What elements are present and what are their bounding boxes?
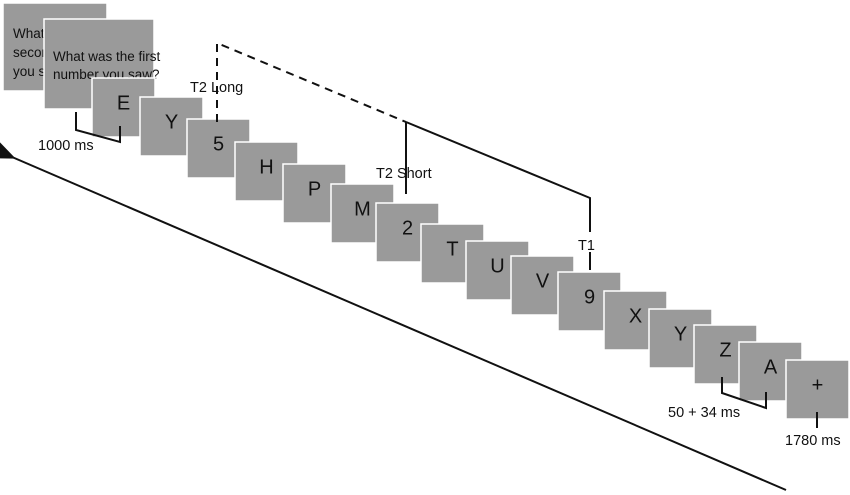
- stimulus-character: X: [629, 306, 642, 328]
- stimulus-character: Y: [674, 324, 687, 346]
- stimulus-character: Z: [719, 340, 731, 362]
- stimulus-character: U: [490, 256, 504, 278]
- stimulus-stream: E Y 5H P M 2T U V 9X Y Z A +: [91, 77, 850, 420]
- label-t2-short: T2 Short: [376, 166, 432, 182]
- stimulus-character: T: [446, 239, 458, 261]
- stimulus-duration-bracket: [721, 377, 767, 410]
- label-t1: T1: [578, 238, 595, 254]
- stimulus-character: 5: [213, 134, 224, 156]
- label-t2-long: T2 Long: [190, 80, 243, 96]
- time-arrow: [0, 139, 787, 491]
- stimulus-character: P: [308, 179, 321, 201]
- stimulus-character: 9: [584, 287, 595, 309]
- stimulus-character: Y: [165, 112, 178, 134]
- label-stimulus-duration: 50 + 34 ms: [668, 405, 740, 421]
- label-question-duration: 1000 ms: [38, 138, 94, 154]
- stimulus-character: M: [354, 199, 371, 221]
- stimulus-character: A: [764, 357, 778, 379]
- fixation-cross-frame: +: [785, 359, 850, 420]
- stimulus-character: 2: [402, 218, 413, 240]
- stimulus-character: E: [117, 93, 130, 115]
- t1-lag-bracket: [405, 121, 591, 232]
- question-duration-bracket: [75, 112, 121, 144]
- stimulus-character: H: [259, 157, 273, 179]
- t2-long-lag-bracket: [216, 41, 407, 123]
- label-fixation-duration: 1780 ms: [785, 433, 841, 449]
- stimulus-character: +: [812, 375, 824, 397]
- question-first-line-1: What was the first: [53, 49, 161, 64]
- stimulus-character: V: [536, 271, 550, 293]
